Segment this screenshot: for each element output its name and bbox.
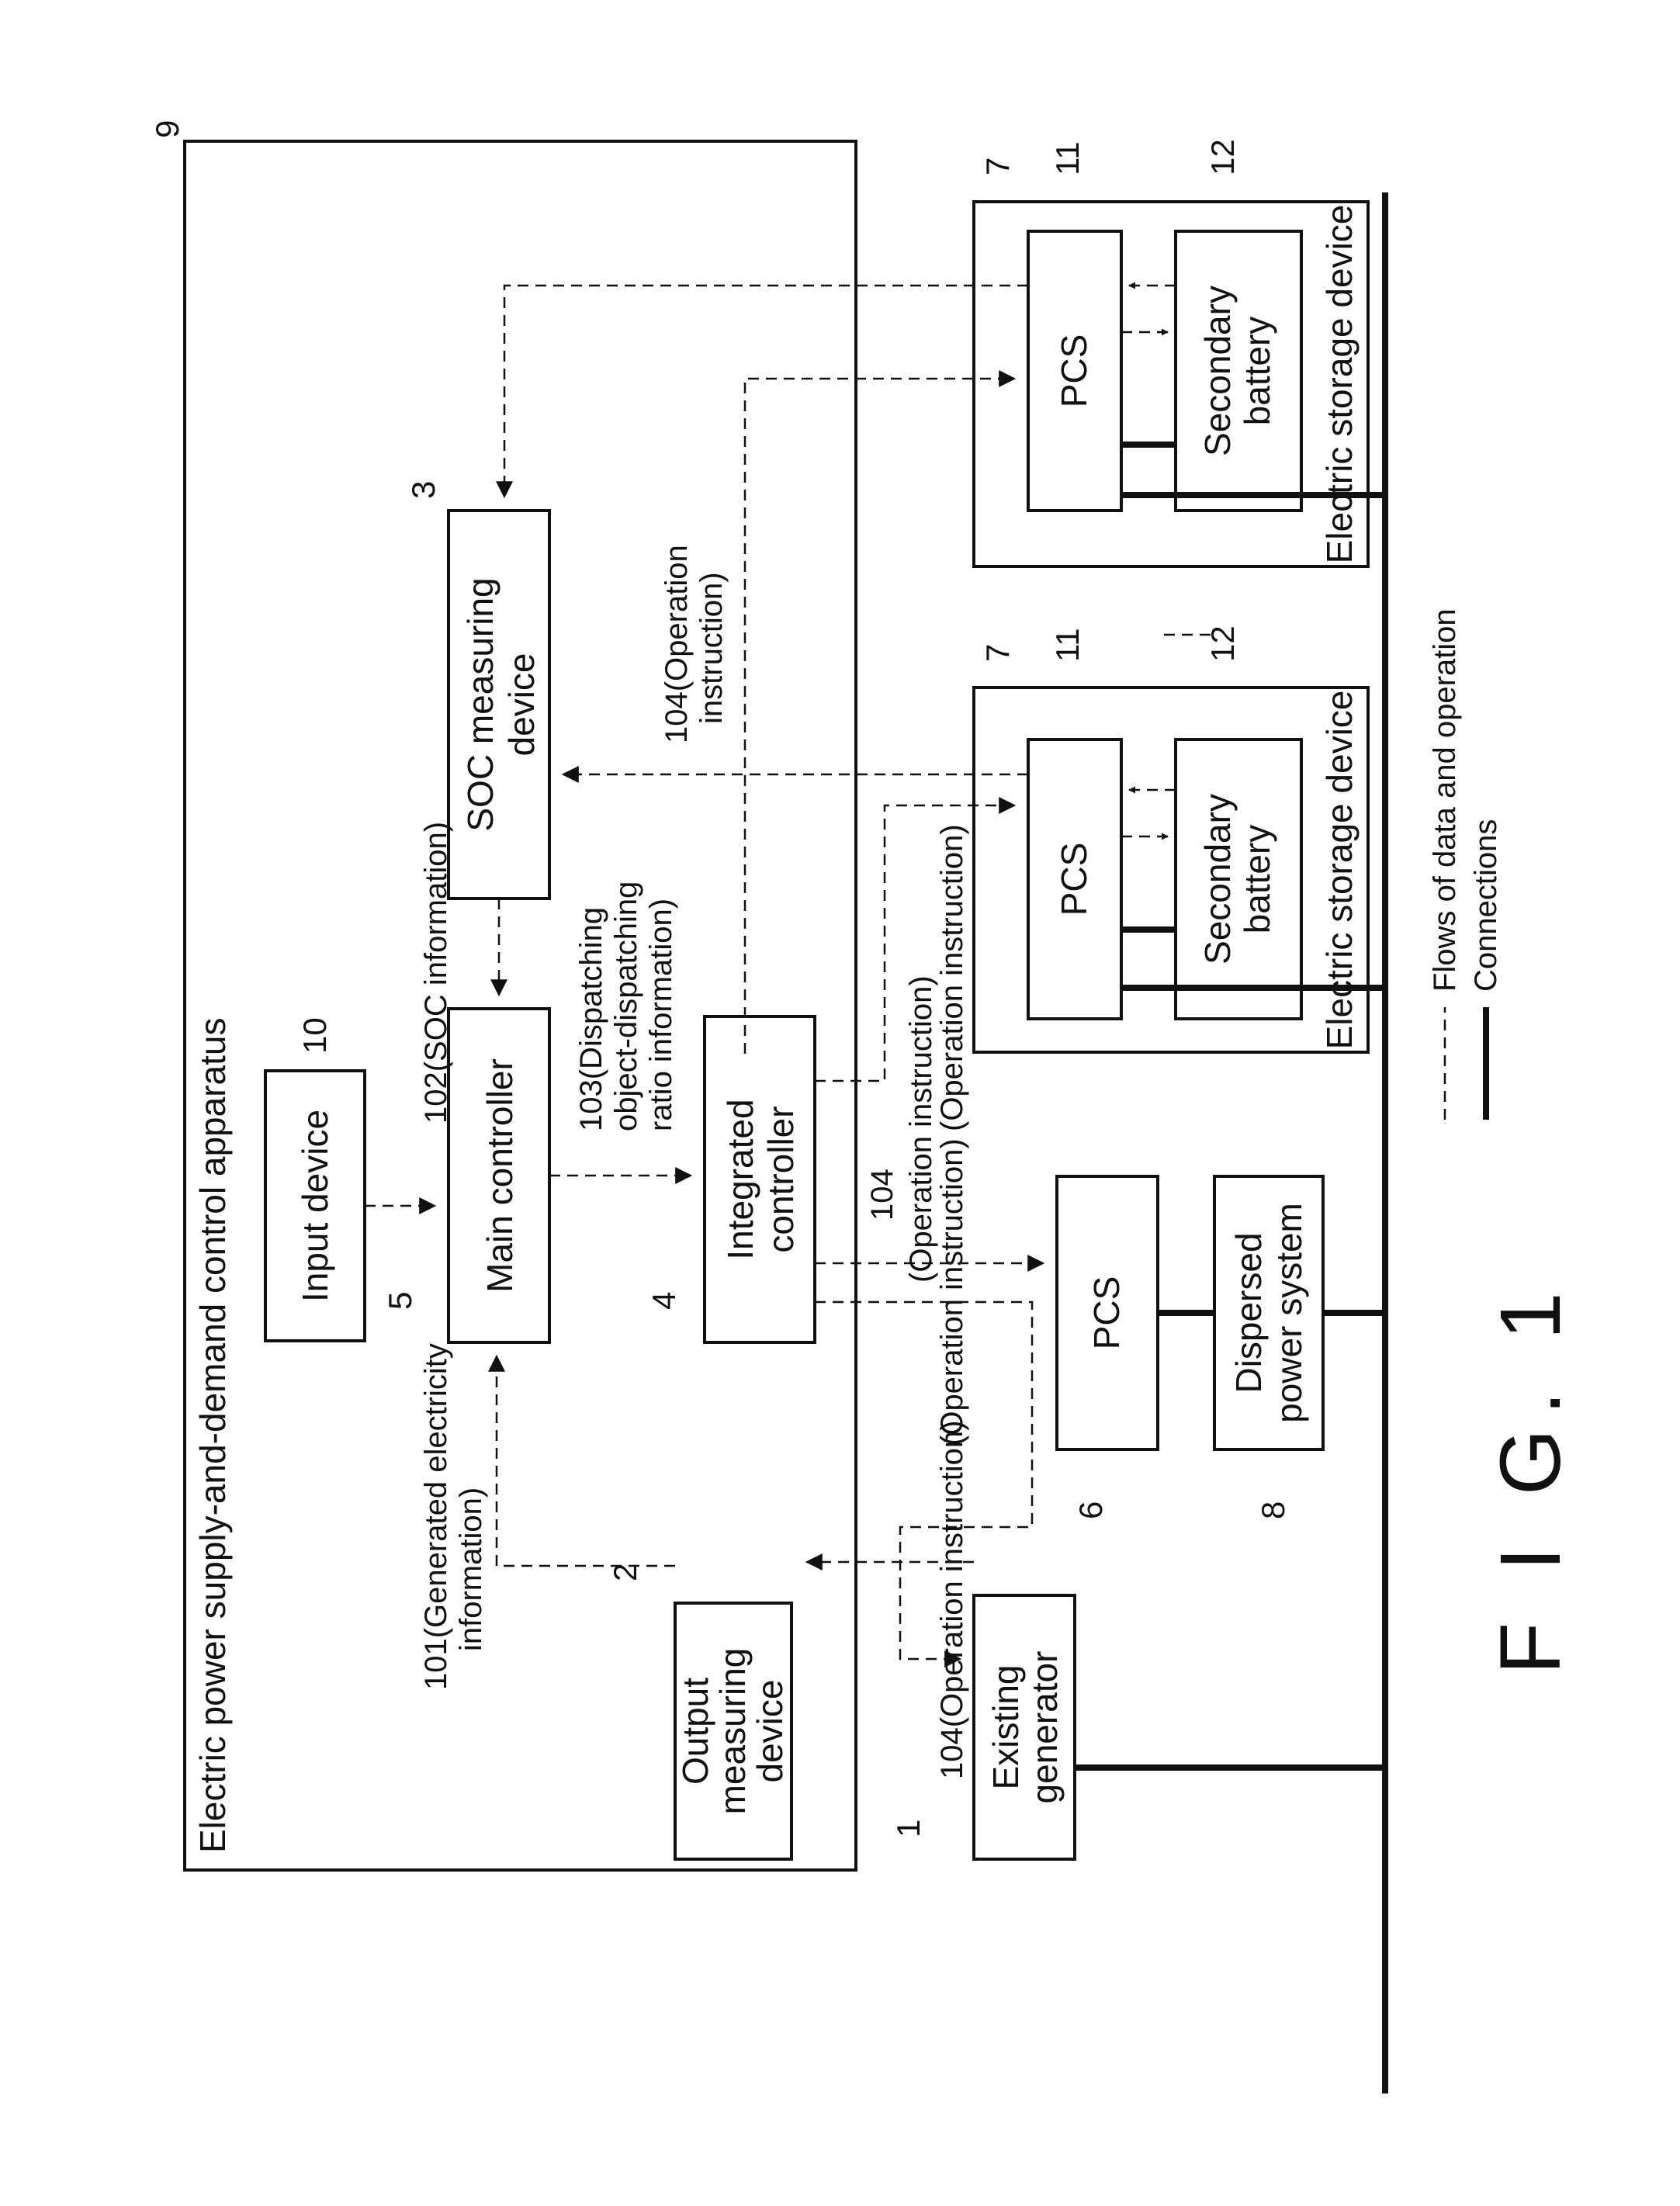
label-103-3: ratio information) <box>644 899 678 1131</box>
storage-b-pcs-ref: 11 <box>1049 628 1086 662</box>
pcs-dispersed-label: PCS <box>1086 1276 1127 1350</box>
figure-caption: F I G. 1 <box>1483 1278 1578 1674</box>
soc-ref: 3 <box>405 481 442 499</box>
soc-label-2: device <box>501 653 542 757</box>
label-104-storage-b: (Operation instruction) <box>935 824 969 1131</box>
generator-label-2: generator <box>1024 1651 1065 1804</box>
output-label-1: Output <box>675 1678 715 1785</box>
storage-b-pcs-label: PCS <box>1054 843 1094 916</box>
label-104-generator: (Operation instruction) <box>935 1138 969 1446</box>
legend-dashed-label: Flows of data and operation <box>1428 608 1462 992</box>
flow-storage-a-soc <box>504 286 1028 497</box>
label-101-2: information) <box>454 1487 488 1651</box>
label-102: 102(SOC information) <box>419 822 453 1124</box>
label-103-1: 103(Dispatching <box>574 907 608 1131</box>
legend-solid-label: Connections <box>1469 819 1503 992</box>
output-label-3: device <box>750 1680 790 1783</box>
apparatus-box <box>185 141 856 1870</box>
storage-a-pcs-label: PCS <box>1054 334 1094 408</box>
soc-label-1: SOC measuring <box>460 577 501 831</box>
input-device-ref: 10 <box>296 1017 333 1054</box>
storage-b-box <box>974 687 1368 1052</box>
storage-a-battery-label-2: battery <box>1237 317 1277 426</box>
storage-a-label: Electric storage device <box>1319 205 1360 564</box>
dispersed-ref: 8 <box>1255 1501 1291 1519</box>
generator-ref: 1 <box>890 1820 927 1837</box>
generator-label-1: Existing <box>985 1664 1026 1789</box>
main-controller-label: Main controller <box>480 1058 520 1293</box>
storage-a-battery-ref: 12 <box>1204 139 1241 175</box>
output-label-2: measuring <box>712 1648 753 1815</box>
label-104-dispersed-1: 104 <box>865 1169 899 1221</box>
storage-b-label: Electric storage device <box>1319 691 1360 1050</box>
storage-a-pcs-ref: 11 <box>1049 141 1086 175</box>
integrated-controller-label-2: controller <box>760 1106 801 1252</box>
main-controller-ref: 5 <box>382 1292 418 1310</box>
input-device-label: Input device <box>295 1110 335 1302</box>
integrated-controller-label-1: Integrated <box>720 1099 760 1259</box>
apparatus-ref: 9 <box>149 120 185 138</box>
label-103-2: object-dispatching <box>609 881 643 1131</box>
apparatus-title: Electric power supply-and-demand control… <box>192 1018 233 1853</box>
storage-b-battery-label-1: Secondary <box>1197 794 1238 964</box>
flow-101 <box>497 1356 675 1566</box>
storage-b-ref: 7 <box>979 644 1016 662</box>
storage-b-battery-ref: 12 <box>1204 625 1241 662</box>
label-104-storage-a-2: instruction) <box>695 572 729 724</box>
integrated-controller-ref: 4 <box>646 1292 682 1310</box>
pcs-dispersed-ref: 6 <box>1072 1501 1109 1519</box>
storage-a-battery-label-1: Secondary <box>1197 286 1238 456</box>
storage-a-ref: 7 <box>979 158 1016 175</box>
flow-104-generator <box>815 1302 1032 1659</box>
label-104-dispersed-2: (Operation instruction) <box>904 975 938 1283</box>
dispersed-label-2: power system <box>1269 1203 1309 1423</box>
storage-b-battery-label-2: battery <box>1237 825 1277 934</box>
label-104-storage-a-1: 104(Operation <box>660 545 694 743</box>
label-104-generator-b: 104(Operation instruction) <box>935 1421 969 1779</box>
dispersed-label-1: Dispersed <box>1228 1232 1269 1393</box>
label-101-1: 101(Generated electricity <box>419 1343 453 1690</box>
